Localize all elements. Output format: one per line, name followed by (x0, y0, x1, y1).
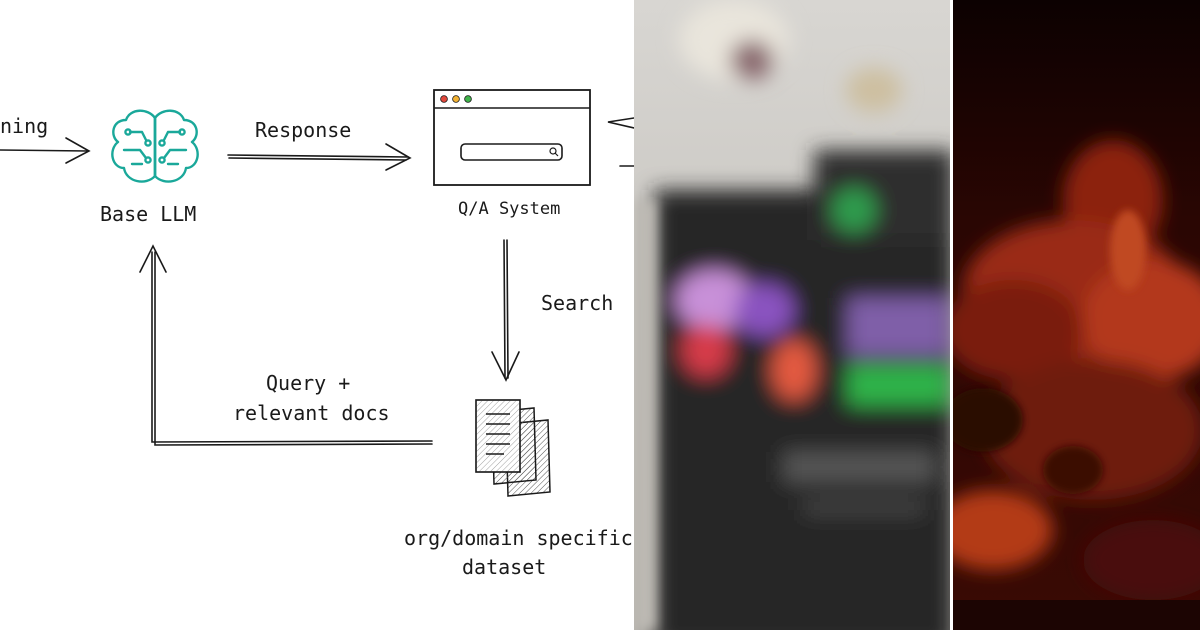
brain-circuit-icon (111, 109, 199, 183)
query-label-line1: Query + (266, 371, 350, 395)
search-arrow (491, 239, 520, 382)
search-label: Search (541, 291, 613, 315)
incoming-right-arrow (607, 117, 634, 167)
dataset-label-line2: dataset (462, 555, 546, 579)
browser-window-icon (433, 89, 591, 186)
rag-diagram: ning Base LLM Response (0, 89, 634, 579)
blurred-photo-art (634, 0, 950, 630)
query-docs-arrow (139, 244, 433, 446)
response-arrow (227, 143, 412, 171)
documents-stack-icon (475, 399, 551, 497)
prompt-arrow (0, 137, 91, 164)
prompt-label: ning (0, 114, 48, 138)
blurred-laptop-screen-photo (634, 0, 950, 630)
dataset-label-line1: org/domain specific (404, 526, 633, 550)
fire-photo-art (953, 0, 1200, 630)
rag-diagram-panel: ning Base LLM Response (0, 89, 634, 579)
response-label: Response (255, 118, 351, 142)
panel-divider-right (950, 0, 953, 630)
query-label-line2: relevant docs (233, 401, 390, 425)
base-llm-label: Base LLM (100, 202, 196, 226)
red-fire-smoke-clouds-photo (953, 0, 1200, 630)
qa-system-label: Q/A System (458, 199, 560, 219)
